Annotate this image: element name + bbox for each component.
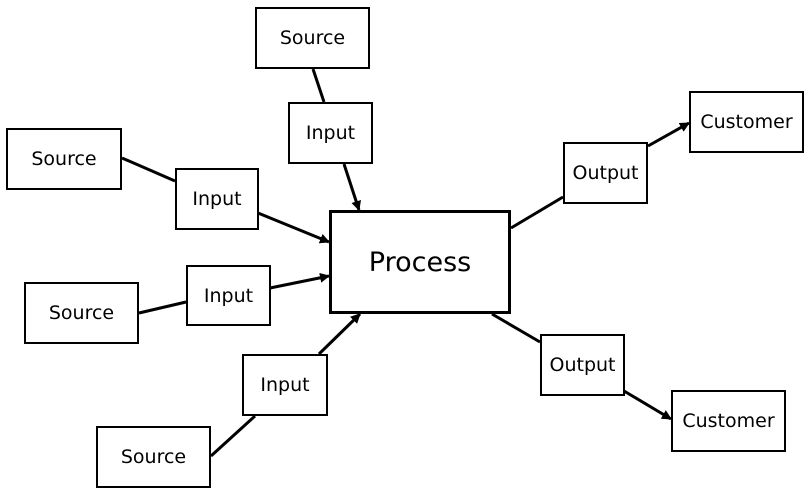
edge-input-top-to-process: [342, 163, 361, 211]
edge-output-lower-to-customer-lower: [623, 389, 672, 421]
edge-source-left-upper-to-input-left-upper: [121, 156, 176, 183]
customer-node-lower: Customer: [671, 390, 786, 452]
edge-input-left-lower-to-process: [269, 272, 330, 290]
edge-process-to-output-upper: [510, 195, 564, 230]
input-node-bottom: Input: [242, 354, 328, 416]
edge-input-bottom-to-process: [317, 312, 362, 356]
output-node-upper: Output: [563, 142, 648, 204]
edge-source-bottom-to-input-bottom: [209, 414, 257, 458]
customer-node-upper: Customer: [689, 91, 804, 153]
edge-source-left-lower-to-input-left-lower: [138, 300, 187, 315]
source-node-top: Source: [255, 7, 370, 69]
input-node-left-upper: Input: [175, 168, 259, 230]
source-node-left-lower: Source: [24, 282, 139, 344]
input-node-left-lower: Input: [186, 265, 271, 326]
edge-process-to-output-lower: [491, 312, 541, 344]
process-node: Process: [329, 210, 511, 314]
edge-source-top-to-input-top: [311, 68, 326, 103]
source-node-left-upper: Source: [6, 128, 122, 190]
edge-input-left-upper-to-process: [257, 211, 330, 244]
edge-output-upper-to-customer-upper: [647, 121, 690, 148]
output-node-lower: Output: [540, 334, 625, 396]
input-node-top: Input: [288, 102, 373, 164]
source-node-bottom: Source: [96, 426, 211, 488]
